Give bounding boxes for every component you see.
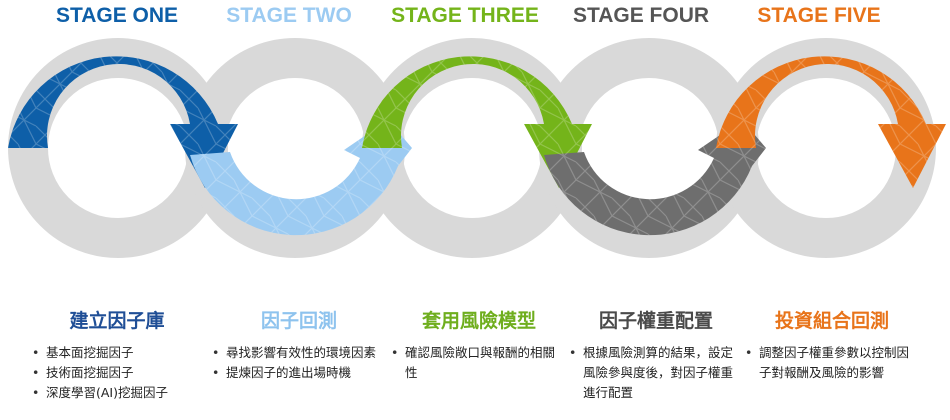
stage-five-title: STAGE FIVE <box>757 4 881 27</box>
list-item: 提煉因子的進出場時機 <box>210 363 382 383</box>
list-item: 技術面挖掘因子 <box>30 363 200 383</box>
list-item: 深度學習(AI)挖掘因子 <box>30 383 200 403</box>
stage-three-arrow <box>362 56 592 188</box>
stage-four-heading: 因子權重配置 <box>598 310 713 332</box>
list-item: 調整因子權重參數以控制因子對報酬及風險的影響 <box>743 343 915 383</box>
stage-three-title: STAGE THREE <box>391 4 539 27</box>
stage-one-arrow <box>8 56 238 189</box>
list-item: 確認風險敞口與報酬的相關性 <box>389 343 561 383</box>
stage-five-heading: 投資組合回測 <box>774 310 889 332</box>
list-item: 基本面挖掘因子 <box>30 343 200 363</box>
stage-four-title: STAGE FOUR <box>572 4 710 27</box>
stage-two-title: STAGE TWO <box>226 4 352 27</box>
stage-five-arrow <box>716 56 946 188</box>
list-item: 根據風險測算的結果，設定風險參與度後，對因子權重進行配置 <box>567 343 735 403</box>
stage-two-arrow <box>190 120 412 236</box>
process-ring-diagram <box>8 38 946 258</box>
stage-two-heading: 因子回測 <box>260 310 337 332</box>
stage-two-bullets: 尋找影響有效性的環境因素 提煉因子的進出場時機 <box>210 343 382 383</box>
stage-one-heading: 建立因子庫 <box>69 310 165 332</box>
stage-three-bullets: 確認風險敞口與報酬的相關性 <box>389 343 561 383</box>
stage-one-bullets: 基本面挖掘因子 技術面挖掘因子 深度學習(AI)挖掘因子 <box>30 343 200 403</box>
stage-three-heading: 套用風險模型 <box>421 310 536 332</box>
list-item: 尋找影響有效性的環境因素 <box>210 343 382 363</box>
stage-one-title: STAGE ONE <box>55 4 179 27</box>
stage-four-arrow <box>544 120 766 236</box>
stage-four-bullets: 根據風險測算的結果，設定風險參與度後，對因子權重進行配置 <box>567 343 735 403</box>
grey-rings <box>8 38 936 258</box>
stage-five-bullets: 調整因子權重參數以控制因子對報酬及風險的影響 <box>743 343 915 383</box>
